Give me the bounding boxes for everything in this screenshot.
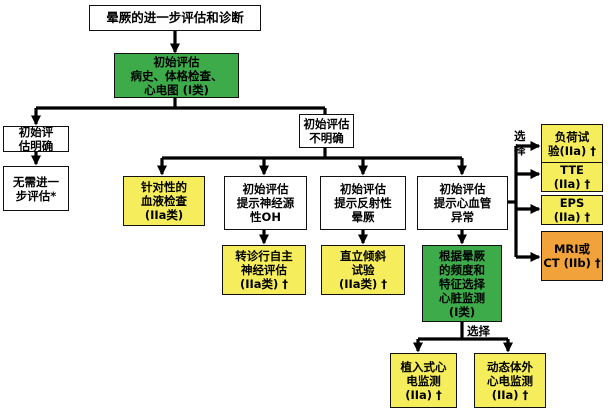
title-line: 晕厥的进一步评估和诊断 xyxy=(106,10,244,25)
eps-box: EPS (IIa) † xyxy=(541,195,603,225)
evaluation-unclear-line-1: 初始评估 xyxy=(303,117,350,131)
tests-select-label: 选择 xyxy=(514,129,526,157)
external-ambulatory-monitor-box: 动态体外 心电监测 (IIa) † xyxy=(474,353,546,408)
tilt-table-line-1: 直立倾斜 xyxy=(340,249,386,263)
stress-test-box: 负荷试 验(IIa) † xyxy=(541,124,603,164)
eps-line-2: (IIa) † xyxy=(553,210,591,224)
no-further-evaluation-box: 无需进一 步评估* xyxy=(3,166,69,211)
targeted-blood-test-box: 针对性的 血液检查 (IIa类) xyxy=(123,176,205,226)
initial-evaluation-line-1: 初始评估 xyxy=(153,54,200,69)
autonomic-referral-box: 转诊行自主 神经评估 (IIa类) † xyxy=(222,245,306,295)
mri-ct-line-1: MRI或 xyxy=(553,242,591,256)
targeted-blood-test-line-1: 针对性的 xyxy=(141,180,187,194)
initial-evaluation-line-2: 病史、体格检查、 xyxy=(130,68,223,83)
tte-line-1: TTE xyxy=(560,163,584,177)
evaluation-clear-line-1: 初始评 xyxy=(18,125,54,139)
autonomic-referral-line-2: 神经评估 xyxy=(241,263,287,277)
cardiovascular-line-3: 异常 xyxy=(451,210,474,224)
cardiovascular-line-2: 提示心血管 xyxy=(433,196,492,210)
initial-evaluation-line-3: 心电图 (I类) xyxy=(144,82,209,97)
evaluation-clear-line-2: 估明确 xyxy=(18,139,54,153)
cardiac-monitoring-line-5: (I类) xyxy=(448,304,476,319)
tilt-table-line-3: (IIa类) † xyxy=(338,277,388,291)
tilt-table-line-2: 试验 xyxy=(351,263,375,277)
cardiac-monitoring-line-4: 心脏监测 xyxy=(439,290,485,305)
tilt-table-test-box: 直立倾斜 试验 (IIa类) † xyxy=(321,245,405,295)
neurogenic-oh-line-3: 性OH xyxy=(250,210,281,224)
mri-ct-line-2: CT (IIb) † xyxy=(543,256,601,270)
stress-test-line-1: 负荷试 xyxy=(554,130,590,144)
no-further-evaluation-line-1: 无需进一 xyxy=(13,174,59,189)
reflex-syncope-condition-box: 初始评估 提示反射性 晕厥 xyxy=(320,176,406,230)
evaluation-clear-box: 初始评 估明确 xyxy=(3,125,69,153)
title-box: 晕厥的进一步评估和诊断 xyxy=(89,5,261,31)
neurogenic-oh-line-1: 初始评估 xyxy=(242,182,289,196)
cardiac-monitoring-line-2: 的频度和 xyxy=(439,262,485,277)
initial-evaluation-box: 初始评估 病史、体格检查、 心电图 (I类) xyxy=(114,53,239,98)
reflex-syncope-line-1: 初始评估 xyxy=(340,182,386,196)
cardiovascular-line-1: 初始评估 xyxy=(439,182,486,196)
evaluation-unclear-box: 初始评估 不明确 xyxy=(299,114,354,148)
eps-line-1: EPS xyxy=(559,196,585,210)
stress-test-line-2: 验(IIa) † xyxy=(547,144,597,158)
tte-line-2: (IIa) † xyxy=(553,177,591,191)
mri-ct-box: MRI或 CT (IIb) † xyxy=(541,231,603,281)
implantable-monitor-line-1: 植入式心 xyxy=(400,359,447,374)
evaluation-unclear-line-2: 不明确 xyxy=(309,131,344,145)
reflex-syncope-line-2: 提示反射性 xyxy=(334,196,392,210)
cardiac-monitoring-line-1: 根据晕厥 xyxy=(439,248,485,263)
monitor-select-label: 选择 xyxy=(467,324,490,338)
autonomic-referral-line-1: 转诊行自主 xyxy=(235,249,293,263)
cardiovascular-condition-box: 初始评估 提示心血管 异常 xyxy=(417,176,508,230)
no-further-evaluation-line-2: 步评估* xyxy=(15,188,57,203)
cardiac-monitoring-box: 根据晕厥 的频度和 特征选择 心脏监测 (I类) xyxy=(422,245,502,322)
neurogenic-oh-condition-box: 初始评估 提示神经源 性OH xyxy=(224,176,307,230)
neurogenic-oh-line-2: 提示神经源 xyxy=(236,196,295,210)
external-monitor-line-3: (IIa) † xyxy=(491,387,529,402)
cardiac-monitoring-line-3: 特征选择 xyxy=(439,276,485,291)
implantable-monitor-box: 植入式心 电监测 (IIa) † xyxy=(390,353,457,408)
external-monitor-line-1: 动态体外 xyxy=(487,359,533,374)
tte-box: TTE (IIa) † xyxy=(541,162,603,192)
external-monitor-line-2: 心电监测 xyxy=(487,373,533,388)
reflex-syncope-line-3: 晕厥 xyxy=(351,210,375,224)
implantable-monitor-line-3: (IIa) † xyxy=(405,387,442,402)
targeted-blood-test-line-2: 血液检查 xyxy=(141,194,187,208)
autonomic-referral-line-3: (IIa类) † xyxy=(239,277,289,291)
implantable-monitor-line-2: 电监测 xyxy=(406,373,441,388)
targeted-blood-test-line-3: (IIa类) xyxy=(144,208,184,222)
